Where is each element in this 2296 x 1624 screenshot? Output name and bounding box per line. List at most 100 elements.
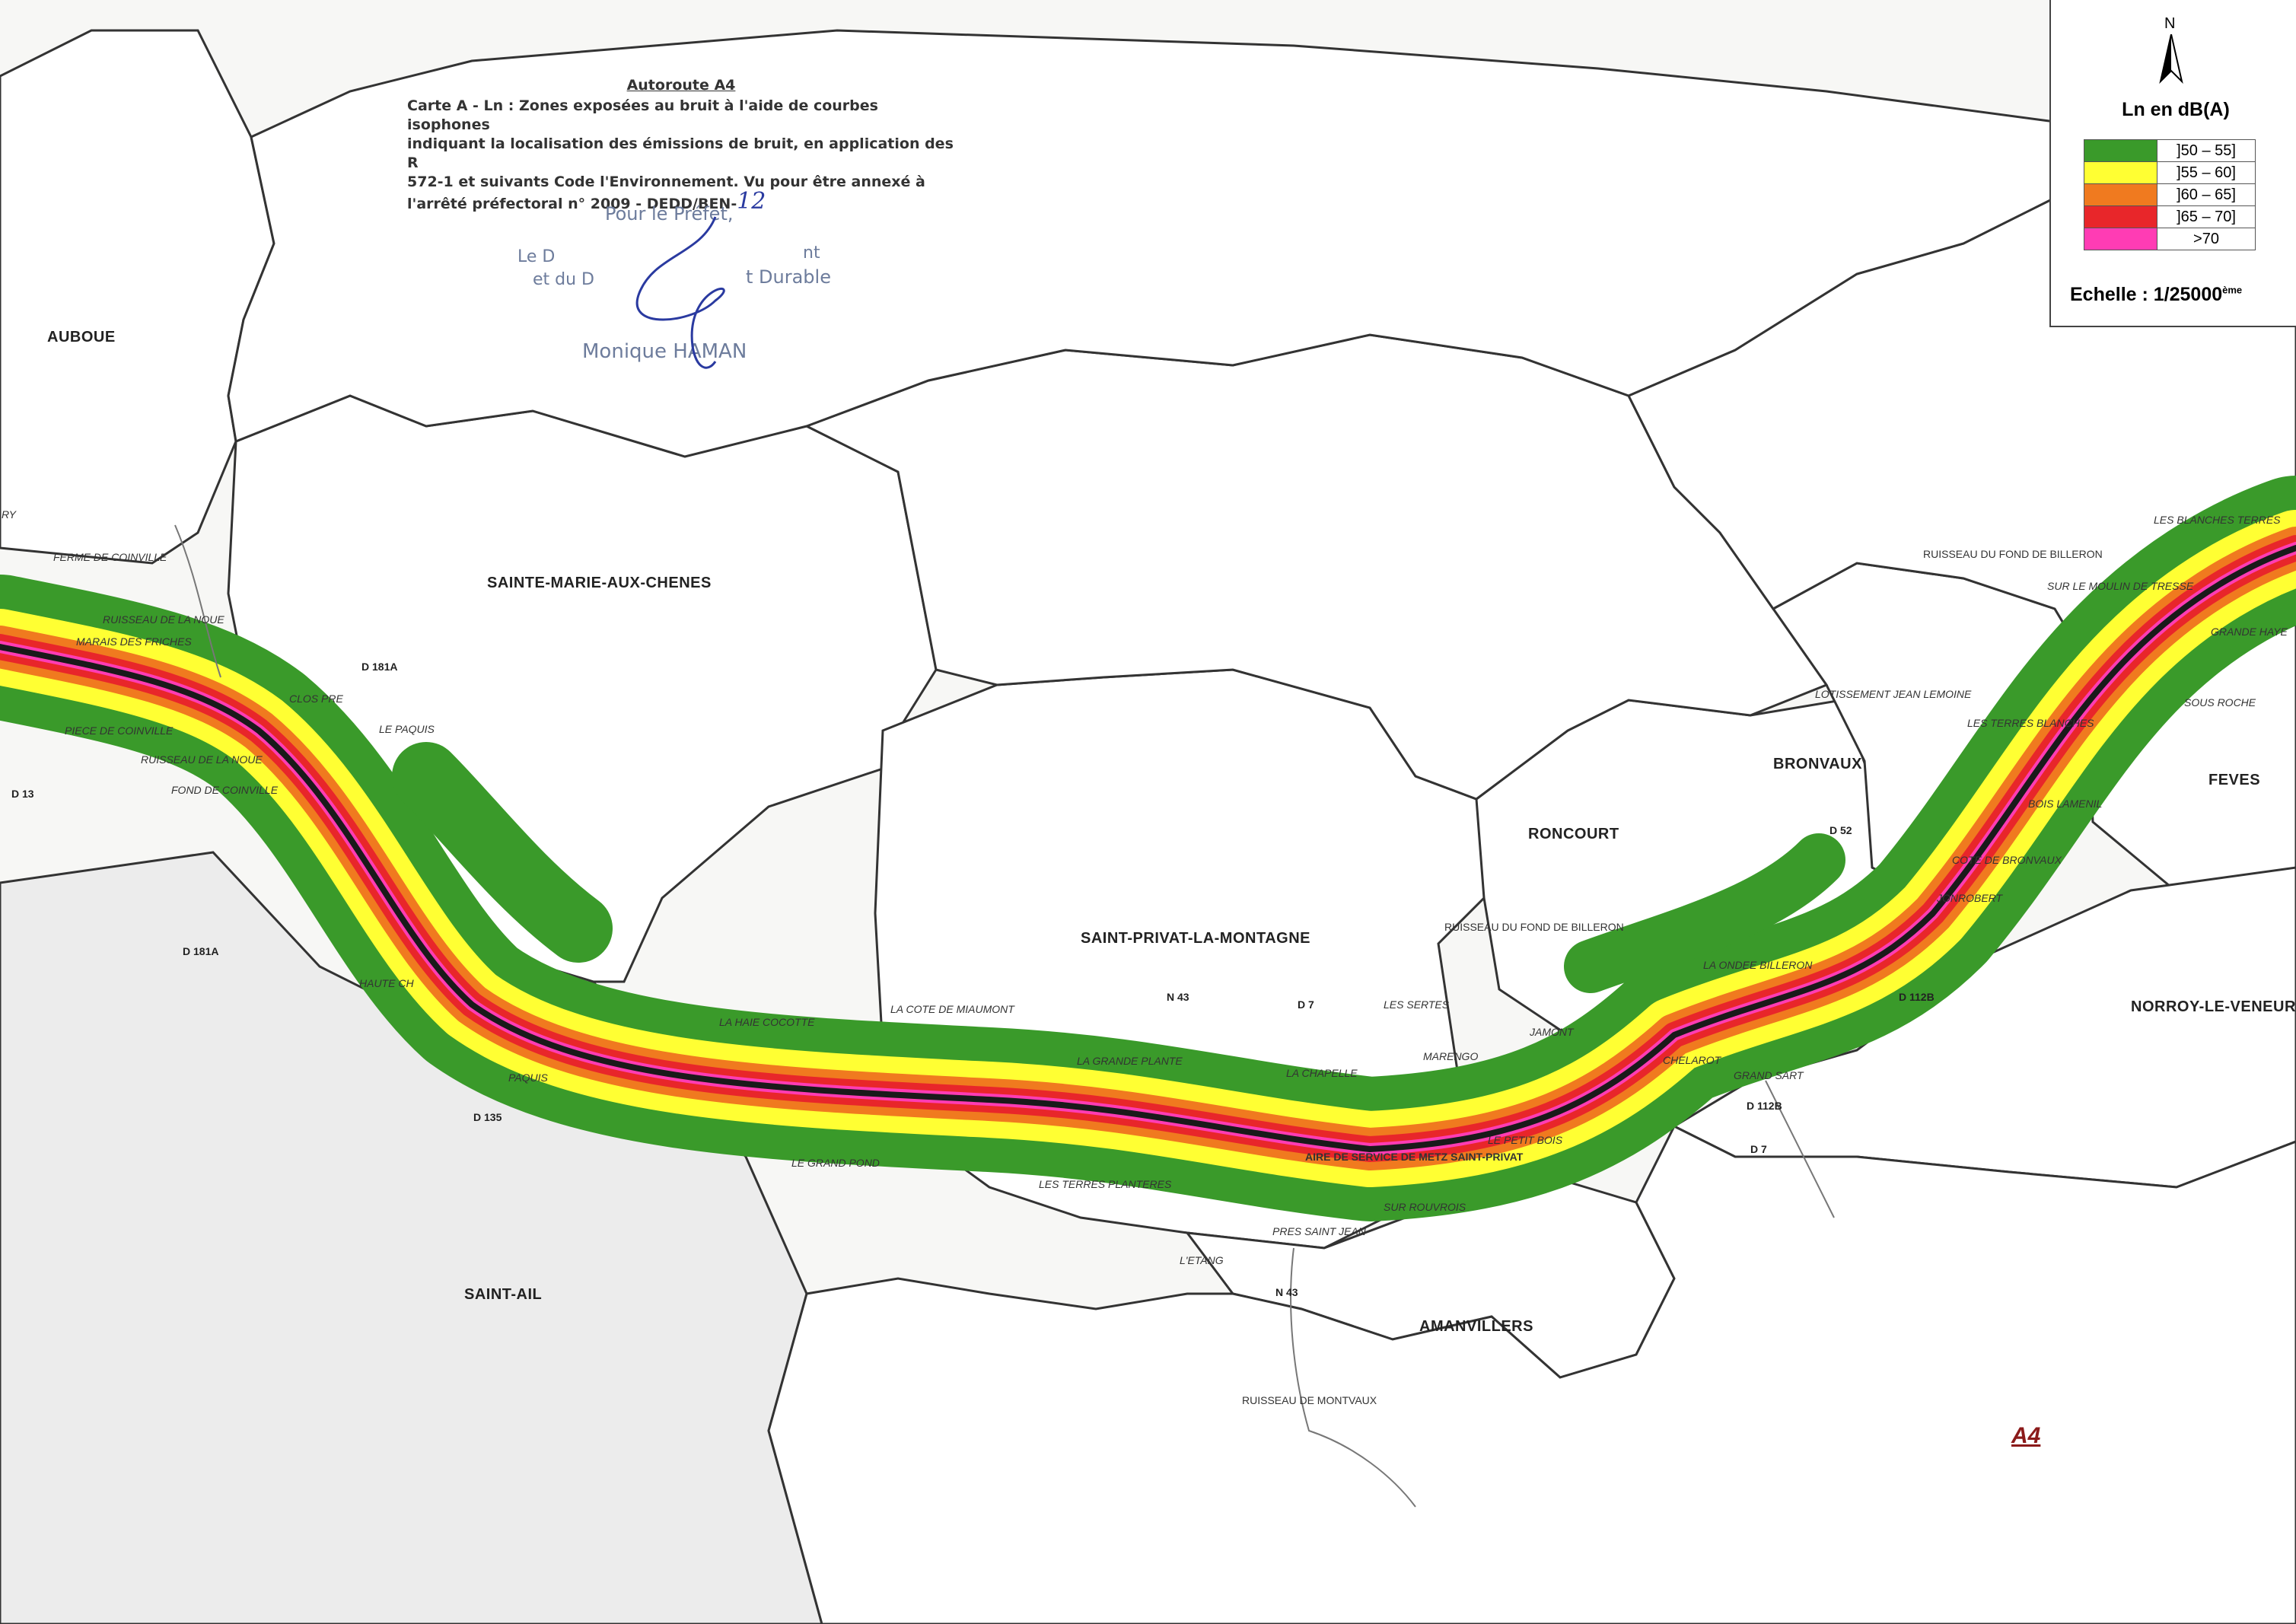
legend-row: >70 bbox=[2084, 228, 2256, 250]
commune-label-saint-ail: SAINT-AIL bbox=[464, 1286, 543, 1303]
commune-label-amanvillers: AMANVILLERS bbox=[1419, 1318, 1533, 1335]
legend-swatch bbox=[2084, 205, 2157, 228]
north-arrow-label: N bbox=[2164, 15, 2176, 32]
legend-range: ]60 – 65] bbox=[2157, 183, 2256, 206]
road-label: D 135 bbox=[473, 1111, 502, 1123]
route-title: Autoroute A4 bbox=[626, 77, 736, 94]
road-label: D 13 bbox=[11, 788, 34, 800]
title-block: Autoroute A4 Carte A - Ln : Zones exposé… bbox=[407, 76, 955, 214]
legend-row: ]50 – 55] bbox=[2084, 139, 2256, 162]
place-label: CLOS PRE bbox=[289, 693, 343, 705]
place-label: PIECE DE COINVILLE bbox=[65, 724, 174, 737]
road-label: D 7 bbox=[1298, 998, 1314, 1011]
place-label: HAUTE CH bbox=[359, 977, 414, 989]
place-label: RY bbox=[2, 508, 16, 521]
place-label: LE GRAND POND bbox=[791, 1157, 880, 1169]
place-label: LES TERRES BLANCHES bbox=[1967, 717, 2094, 729]
prefect-stamp: Pour le Préfet, Le D nt et du D t Durabl… bbox=[517, 194, 837, 377]
stamp-line-3b: t Durable bbox=[746, 266, 831, 288]
stamp-line-2: Le D bbox=[517, 247, 556, 266]
road-label: N 43 bbox=[1275, 1286, 1298, 1298]
legend-table: ]50 – 55] ]55 – 60] ]60 – 65] ]65 – 70] … bbox=[2084, 139, 2256, 250]
title-line-3: 572-1 et suivants Code l'Environnement. … bbox=[407, 174, 925, 190]
place-label: FERME DE COINVILLE bbox=[53, 551, 167, 563]
a4-motorway-line bbox=[0, 545, 2296, 1152]
handwritten-number: 12 bbox=[737, 188, 766, 215]
place-label: JAMONT bbox=[1530, 1026, 1574, 1038]
place-label: LES SERTES bbox=[1384, 998, 1450, 1011]
scale-text: Echelle : 1/25000 bbox=[2070, 284, 2223, 305]
place-label: BOIS LAMENIL bbox=[2028, 798, 2103, 810]
place-label: COTE DE BRONVAUX bbox=[1952, 854, 2062, 866]
place-label: RUISSEAU DU FOND DE BILLERON bbox=[1923, 548, 2103, 560]
stamp-signatory: Monique HAMAN bbox=[582, 340, 747, 363]
legend-panel: N Ln en dB(A) ]50 – 55] ]55 – 60] ]60 – … bbox=[2049, 0, 2296, 327]
place-label: PRES SAINT JEAN bbox=[1272, 1225, 1366, 1237]
road-label: D 181A bbox=[361, 661, 398, 673]
place-label: RUISSEAU DE MONTVAUX bbox=[1242, 1394, 1377, 1406]
title-line-1: Carte A - Ln : Zones exposées au bruit à… bbox=[407, 97, 878, 133]
commune-label-sainte-marie: SAINTE-MARIE-AUX-CHENES bbox=[487, 575, 712, 591]
scale-sup: ème bbox=[2222, 284, 2243, 296]
commune-south-east-area bbox=[767, 1124, 2296, 1624]
secondary-roads bbox=[174, 524, 1835, 1508]
a4-map-label: A4 bbox=[2011, 1423, 2041, 1448]
title-line-2: indiquant la localisation des émissions … bbox=[407, 135, 954, 171]
road-line bbox=[174, 524, 221, 678]
place-label: RUISSEAU DE LA NOUE bbox=[141, 753, 263, 766]
place-label: RUISSEAU DU FOND DE BILLERON bbox=[1444, 921, 1624, 933]
road-label: D 52 bbox=[1829, 824, 1852, 836]
place-label: FOND DE COINVILLE bbox=[171, 784, 279, 796]
legend-row: ]65 – 70] bbox=[2084, 205, 2256, 228]
noise-band-lobe-roncourt bbox=[1564, 833, 1845, 993]
legend-range: ]55 – 60] bbox=[2157, 161, 2256, 184]
legend-range: ]50 – 55] bbox=[2157, 139, 2256, 162]
legend-range: ]65 – 70] bbox=[2157, 205, 2256, 228]
place-label: JONROBERT bbox=[1937, 892, 2003, 904]
noise-bands bbox=[0, 476, 2296, 1221]
place-label: LA HAIE COCOTTE bbox=[719, 1016, 815, 1028]
signature-scribble bbox=[635, 216, 725, 369]
north-arrow: N bbox=[2156, 15, 2186, 91]
place-label: SUR ROUVROIS bbox=[1384, 1201, 1466, 1213]
place-label: LA ONDEE BILLERON bbox=[1703, 959, 1813, 971]
legend-swatch bbox=[2084, 183, 2157, 206]
place-label: LE PETIT BOIS bbox=[1488, 1134, 1563, 1146]
legend-row: ]55 – 60] bbox=[2084, 161, 2256, 184]
place-label: LOTISSEMENT JEAN LEMOINE bbox=[1815, 688, 1972, 700]
road-line bbox=[1290, 1247, 1416, 1508]
place-label: LES TERRES PLANTERES bbox=[1039, 1178, 1172, 1190]
place-label: LA COTE DE MIAUMONT bbox=[890, 1003, 1014, 1015]
legend-title: Ln en dB(A) bbox=[2122, 99, 2230, 120]
place-label: MARENGO bbox=[1423, 1050, 1479, 1062]
place-label: LA GRANDE PLANTE bbox=[1077, 1055, 1183, 1067]
place-label: GRANDE HAYE bbox=[2211, 626, 2288, 638]
place-label: RUISSEAU DE LA NOUE bbox=[103, 613, 225, 626]
place-label: SUR LE MOULIN DE TRESSE bbox=[2047, 580, 2194, 592]
north-arrow-icon bbox=[2159, 34, 2183, 84]
legend-swatch bbox=[2084, 139, 2157, 162]
noise-band-lobe-sainte-marie bbox=[392, 742, 613, 963]
title-line-4: l'arrêté préfectoral n° 2009 - DEDD/BEN-… bbox=[407, 190, 955, 214]
place-label: AIRE DE SERVICE DE METZ SAINT-PRIVAT bbox=[1305, 1151, 1524, 1163]
title-line-4-text: l'arrêté préfectoral n° 2009 - DEDD/BEN- bbox=[407, 196, 737, 212]
commune-label-bronvaux: BRONVAUX bbox=[1773, 756, 1862, 772]
commune-label-norroy: NORROY-LE-VENEUR bbox=[2131, 998, 2296, 1015]
commune-north-area bbox=[227, 29, 2134, 458]
road-label: D 112B bbox=[1747, 1100, 1782, 1112]
road-label: D 7 bbox=[1750, 1143, 1767, 1155]
scale-label: Echelle : 1/25000ème bbox=[2070, 284, 2242, 306]
place-label: LES BLANCHES TERRES bbox=[2154, 514, 2281, 526]
stamp-line-3: et du D bbox=[533, 270, 594, 289]
place-label: LA CHAPELLE bbox=[1286, 1067, 1358, 1079]
place-label: CHELAROT bbox=[1663, 1054, 1721, 1066]
legend-row: ]60 – 65] bbox=[2084, 183, 2256, 206]
road-label: D 112B bbox=[1899, 991, 1935, 1003]
stamp-line-2b: nt bbox=[803, 244, 820, 263]
place-label: LE PAQUIS bbox=[379, 723, 435, 735]
road-label: D 181A bbox=[183, 945, 219, 957]
commune-label-feves: FEVES bbox=[2208, 772, 2261, 788]
legend-range: >70 bbox=[2157, 228, 2256, 250]
stamp-line-1: Pour le Préfet, bbox=[605, 203, 734, 224]
